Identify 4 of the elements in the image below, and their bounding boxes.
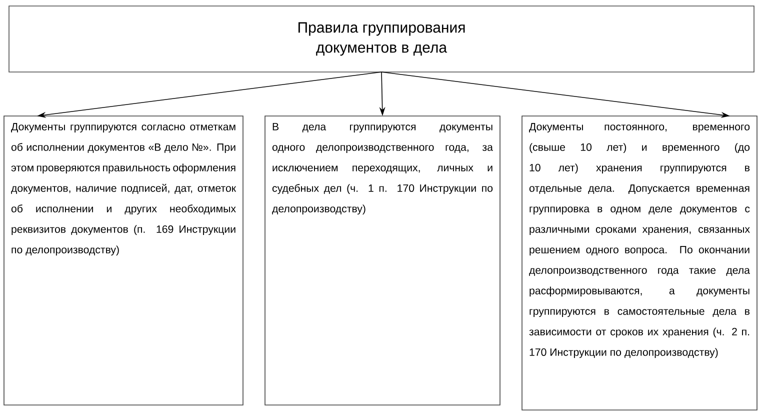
text-box: Документы группируются согласно отметкам об исполнении документов «В дело №». При этом проверяются правильность оформления документов, наличие подписей, дат, отметок об исполнении и других необходимых реквизитов документов (п. 169 Инструкции по делопроизводству) — [4, 116, 244, 406]
title-box: Правила группирования документов в дела — [8, 6, 754, 72]
text-box: В дела группируются документы одного делопроизводственного года, за исключением переходящих, личных и судебных дел (ч. 1 п. 170 Инструкции по делопроизводству) — [264, 116, 500, 406]
text-box: Документы постоянного, временного (свыше 10 лет) и временного (до 10 лет) хранения группируются в отдельные дела. Допускается временная группировка в одном деле документов с различными сроками хранения, связанных решением одного вопроса. По окончании делопроизводственного года такие дела расформировываются, а документы группируются в самостоятельные дела в зависимости от сроков их хранения (ч. 2 п. 170 Инструкции по делопроизводству) — [522, 116, 758, 410]
